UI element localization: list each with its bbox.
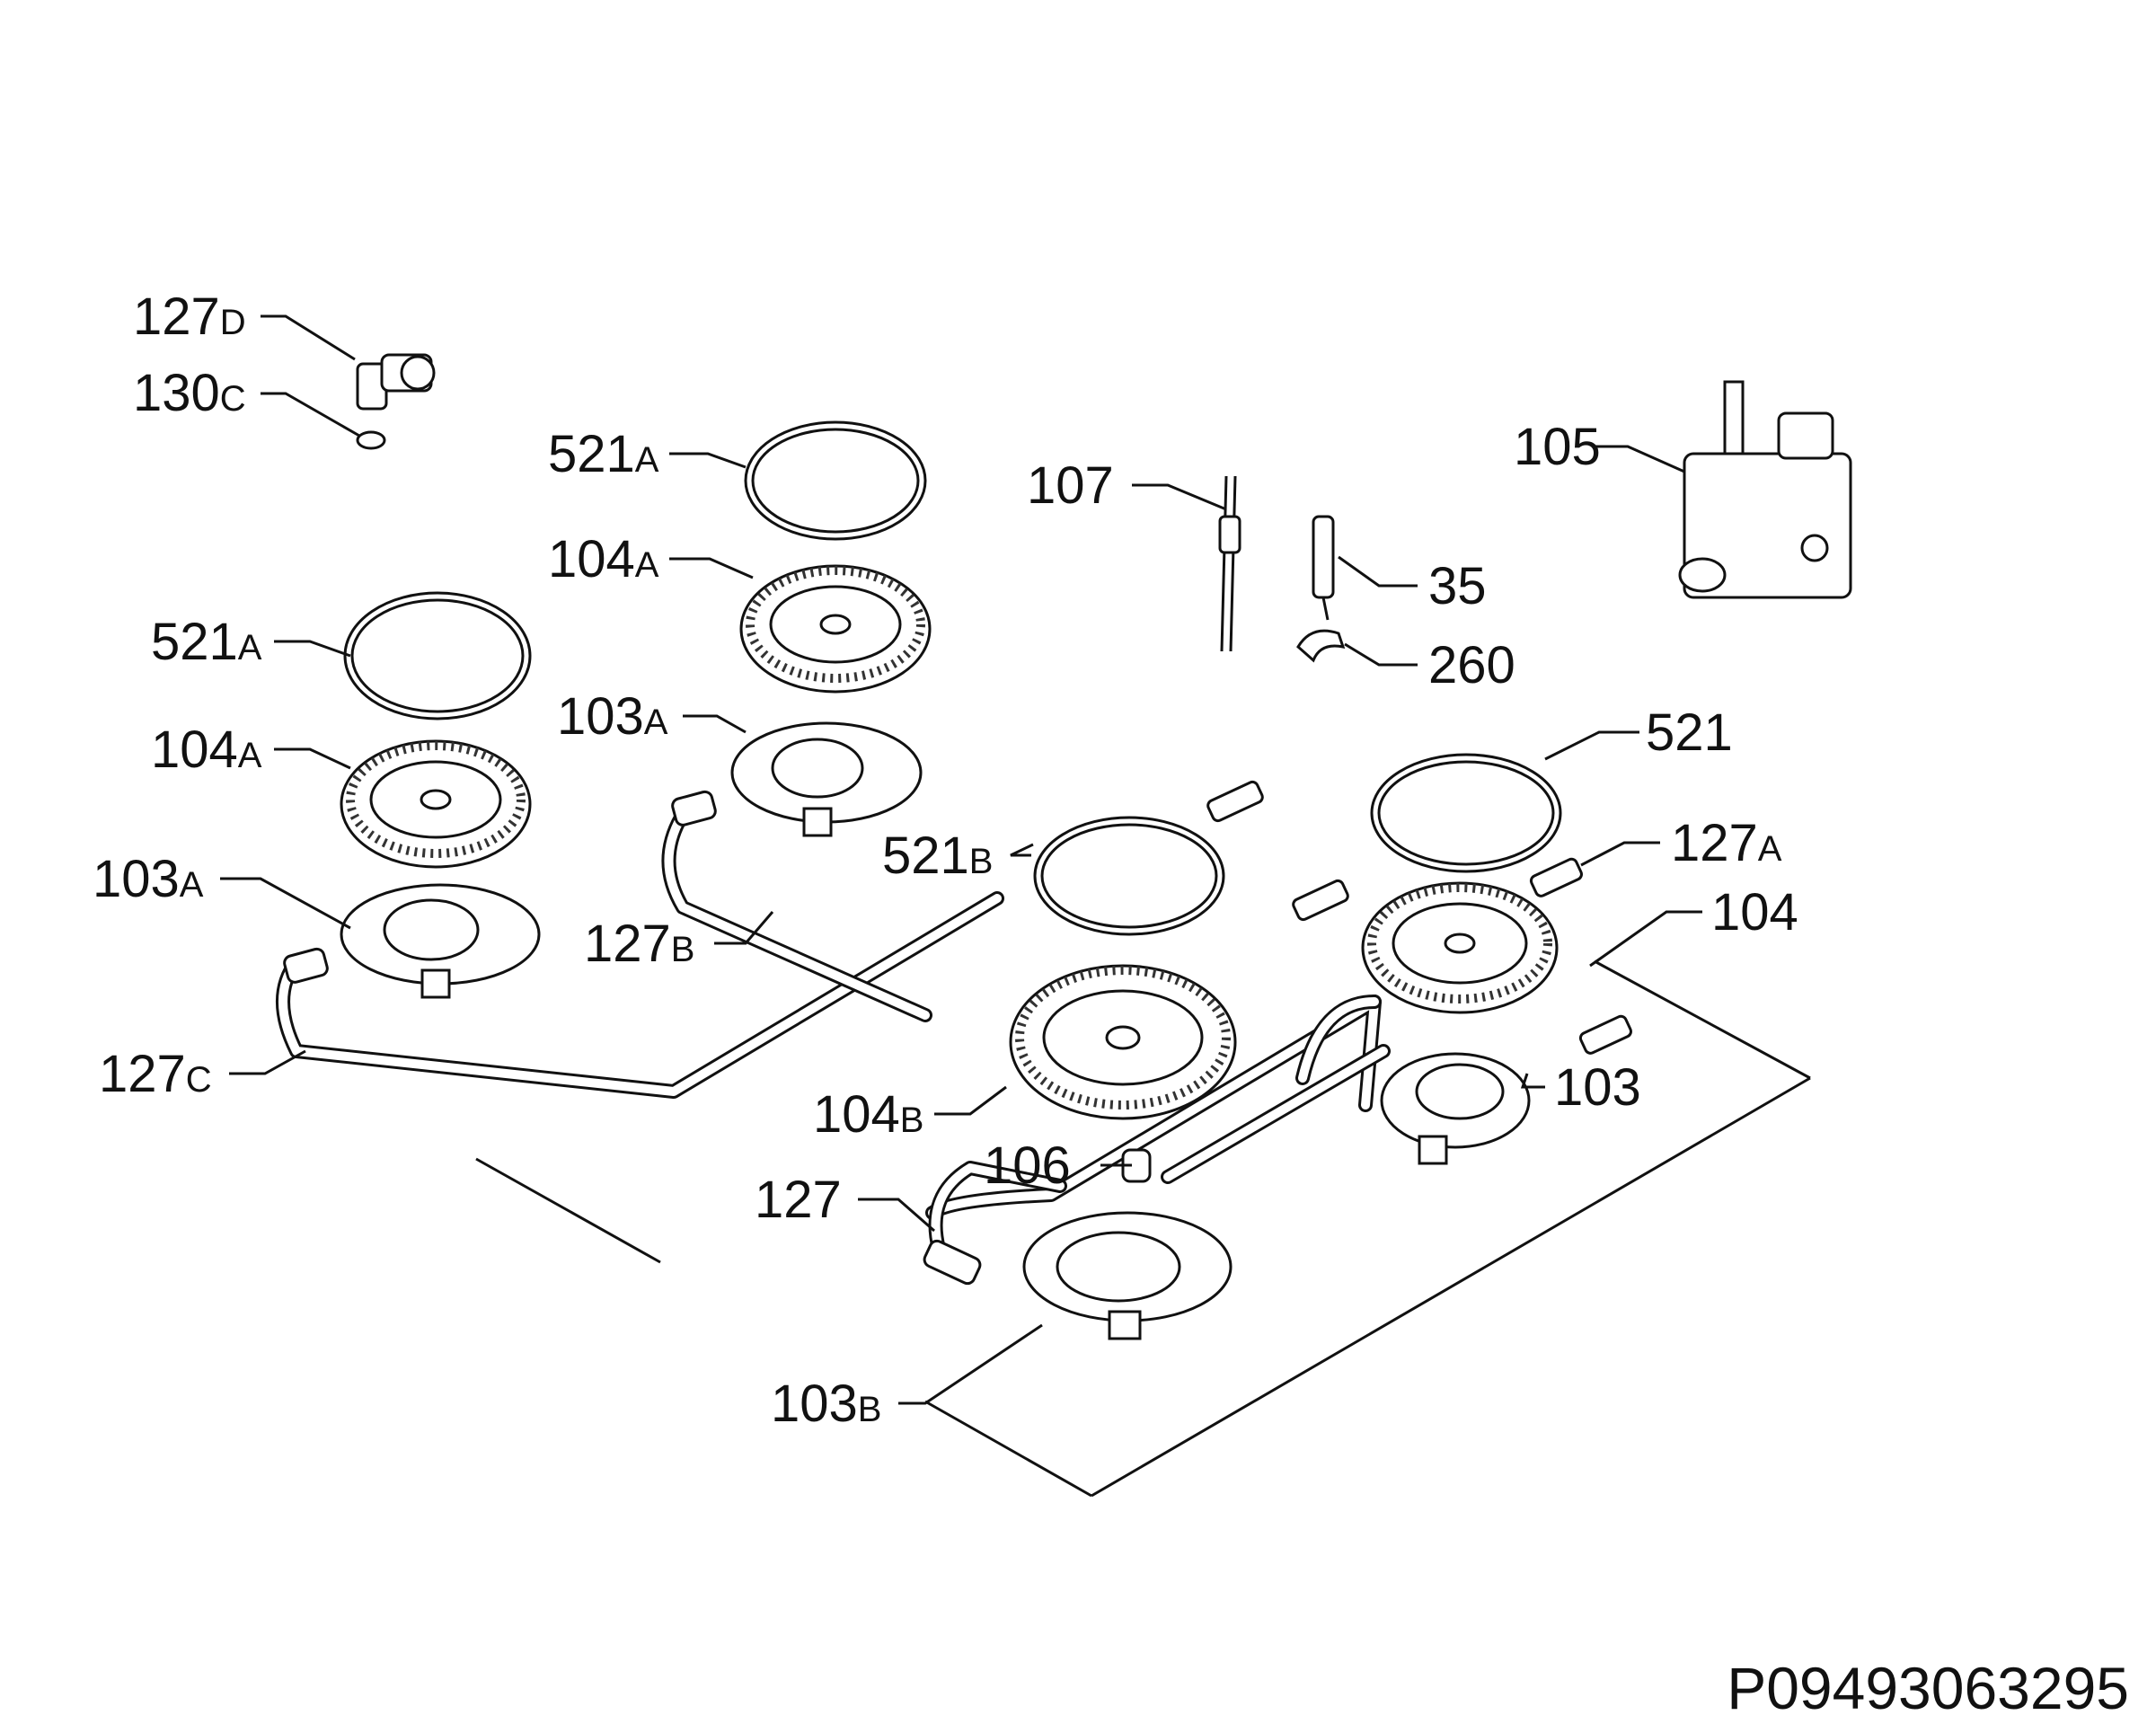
label-103b: 103B: [771, 1375, 881, 1433]
leader-lines: [220, 314, 1702, 1405]
clip-260: [1296, 629, 1346, 663]
plate-outline: [475, 959, 1811, 1498]
label-260: 260: [1428, 636, 1515, 694]
label-103: 103: [1554, 1058, 1641, 1117]
injector-right: [1578, 1014, 1632, 1055]
burner-cap-521: [1370, 753, 1562, 873]
burner-base-103b: [1022, 1211, 1233, 1340]
injector-mid: [1292, 879, 1349, 922]
thermocouple-107: [1218, 475, 1241, 652]
burner-base-103: [1380, 1052, 1531, 1165]
label-130c: 130C: [133, 364, 246, 422]
fitting-left: [283, 947, 329, 984]
label-127c: 127C: [99, 1045, 212, 1103]
burner-top-middle: [730, 420, 932, 837]
diagram-code: P09493063295: [1727, 1655, 2129, 1721]
injector-top: [1206, 780, 1264, 823]
burner-cap-521a-top: [744, 420, 927, 541]
electrode-35: [1312, 515, 1335, 621]
fitting-bottom: [923, 1239, 982, 1286]
burner-cap-521a-left: [343, 591, 532, 721]
label-127d: 127D: [133, 287, 246, 346]
label-107: 107: [1027, 456, 1114, 515]
flame-spreader-104b: [1009, 964, 1237, 1120]
label-105: 105: [1514, 418, 1601, 476]
label-35: 35: [1428, 557, 1487, 615]
burner-cap-521b: [1033, 816, 1225, 936]
label-521b: 521B: [882, 827, 993, 885]
burner-middle: [1009, 816, 1237, 1340]
burner-base-103a-top: [730, 721, 923, 837]
gas-valve-105: [1678, 380, 1852, 599]
flame-spreader-104a-top: [739, 564, 932, 694]
label-104: 104: [1711, 883, 1798, 942]
fitting-top: [671, 790, 717, 827]
part-labels: 127D 130C 521A 104A 103A 521A 104A 103A …: [93, 287, 1798, 1433]
label-521a-left: 521A: [151, 613, 262, 671]
label-127: 127: [755, 1171, 842, 1229]
flame-spreader-104a-left: [340, 739, 532, 869]
label-104b: 104B: [813, 1085, 923, 1144]
burner-base-103a-left: [340, 883, 541, 999]
label-104a-top: 104A: [548, 530, 659, 588]
injector-127a: [1529, 857, 1583, 897]
fittings: [283, 353, 1632, 1286]
flame-spreader-104: [1361, 881, 1559, 1014]
label-103a-left: 103A: [93, 850, 204, 908]
burner-right: [1361, 753, 1562, 1165]
ignition-parts: [1218, 380, 1852, 663]
washer-130c: [356, 430, 386, 450]
elbow-fitting-127d: [356, 353, 436, 411]
label-106: 106: [984, 1136, 1071, 1195]
label-521a-top: 521A: [548, 425, 659, 483]
burner-left: [340, 591, 541, 999]
label-104a-left: 104A: [151, 721, 262, 779]
label-127b: 127B: [584, 915, 694, 973]
label-127a: 127A: [1671, 814, 1782, 872]
label-521: 521: [1646, 703, 1733, 762]
label-103a-top: 103A: [557, 687, 668, 746]
